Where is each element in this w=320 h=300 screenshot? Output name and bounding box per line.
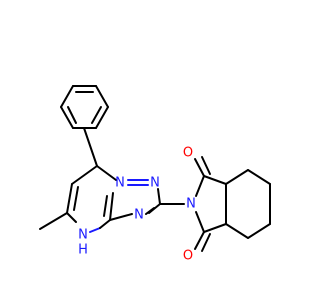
atom-n-triazole-right: N <box>150 176 160 191</box>
atom-o-bottom: O <box>183 249 193 264</box>
bond <box>109 213 133 221</box>
cyclohexane-ring <box>225 169 271 239</box>
bond <box>195 211 205 233</box>
bond <box>247 169 271 185</box>
pyrimidine-ring <box>66 165 117 233</box>
bond <box>225 223 249 239</box>
bond-inner <box>91 106 102 124</box>
bond <box>60 106 74 129</box>
carbonyl-bond <box>194 158 205 177</box>
bond <box>83 127 98 167</box>
bond <box>225 169 249 185</box>
bond <box>66 212 77 223</box>
atom-n-bridge: N <box>134 208 144 223</box>
bond <box>109 192 114 221</box>
carbonyl-bond <box>194 231 205 250</box>
bond <box>99 219 111 229</box>
bond-inner <box>103 195 108 217</box>
bond <box>60 85 74 108</box>
bond <box>66 183 73 214</box>
bond-inner <box>73 186 79 211</box>
bond <box>203 223 227 233</box>
molecule-canvas: N N N N H N O O <box>39 85 271 264</box>
bond <box>89 227 101 233</box>
bond <box>203 175 227 185</box>
atom-labels: N N N N H N O O <box>78 146 196 264</box>
atom-nh-h: H <box>78 243 88 258</box>
bond <box>247 223 271 239</box>
structure-diagram: N N N N H N O O <box>39 85 271 264</box>
phenyl-ring <box>60 85 109 129</box>
bond-inner <box>145 207 155 215</box>
atom-nh-n: N <box>78 228 88 243</box>
bond <box>195 175 205 197</box>
bond-inner <box>67 106 77 124</box>
bond <box>157 188 161 205</box>
imide-ring <box>195 175 227 233</box>
carbonyl-bond-inner <box>201 233 211 252</box>
bond <box>96 165 117 181</box>
bond <box>71 165 98 185</box>
atom-n-triazole-top: N <box>115 176 125 191</box>
bond <box>95 85 109 108</box>
methyl-bond <box>39 212 68 230</box>
carbonyl-bond-inner <box>201 156 211 175</box>
bond <box>95 106 109 129</box>
triazole-ring <box>109 179 161 221</box>
atom-o-top: O <box>183 146 193 161</box>
atom-n-imide: N <box>186 197 196 212</box>
